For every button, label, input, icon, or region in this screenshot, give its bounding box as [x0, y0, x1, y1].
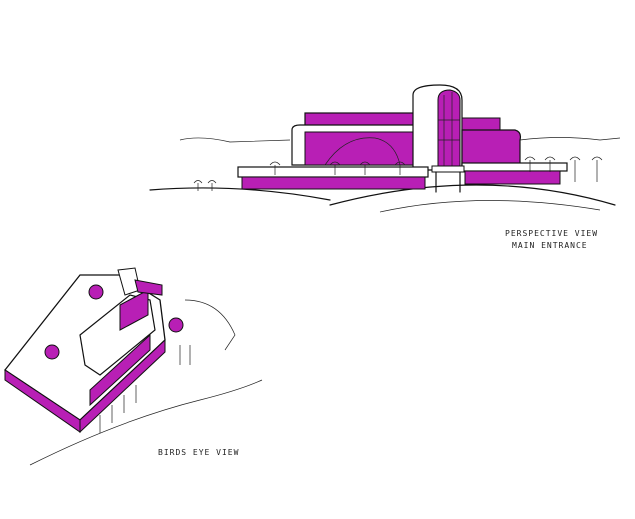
perspective-label-line1: PERSPECTIVE VIEW — [505, 229, 598, 238]
birds-eye-sketch: BIRDS EYE VIEW — [4, 267, 263, 466]
birds-eye-label: BIRDS EYE VIEW — [158, 448, 239, 457]
perspective-sketch: PERSPECTIVE VIEW MAIN ENTRANCE — [149, 84, 621, 250]
perspective-label-line2: MAIN ENTRANCE — [512, 241, 588, 250]
